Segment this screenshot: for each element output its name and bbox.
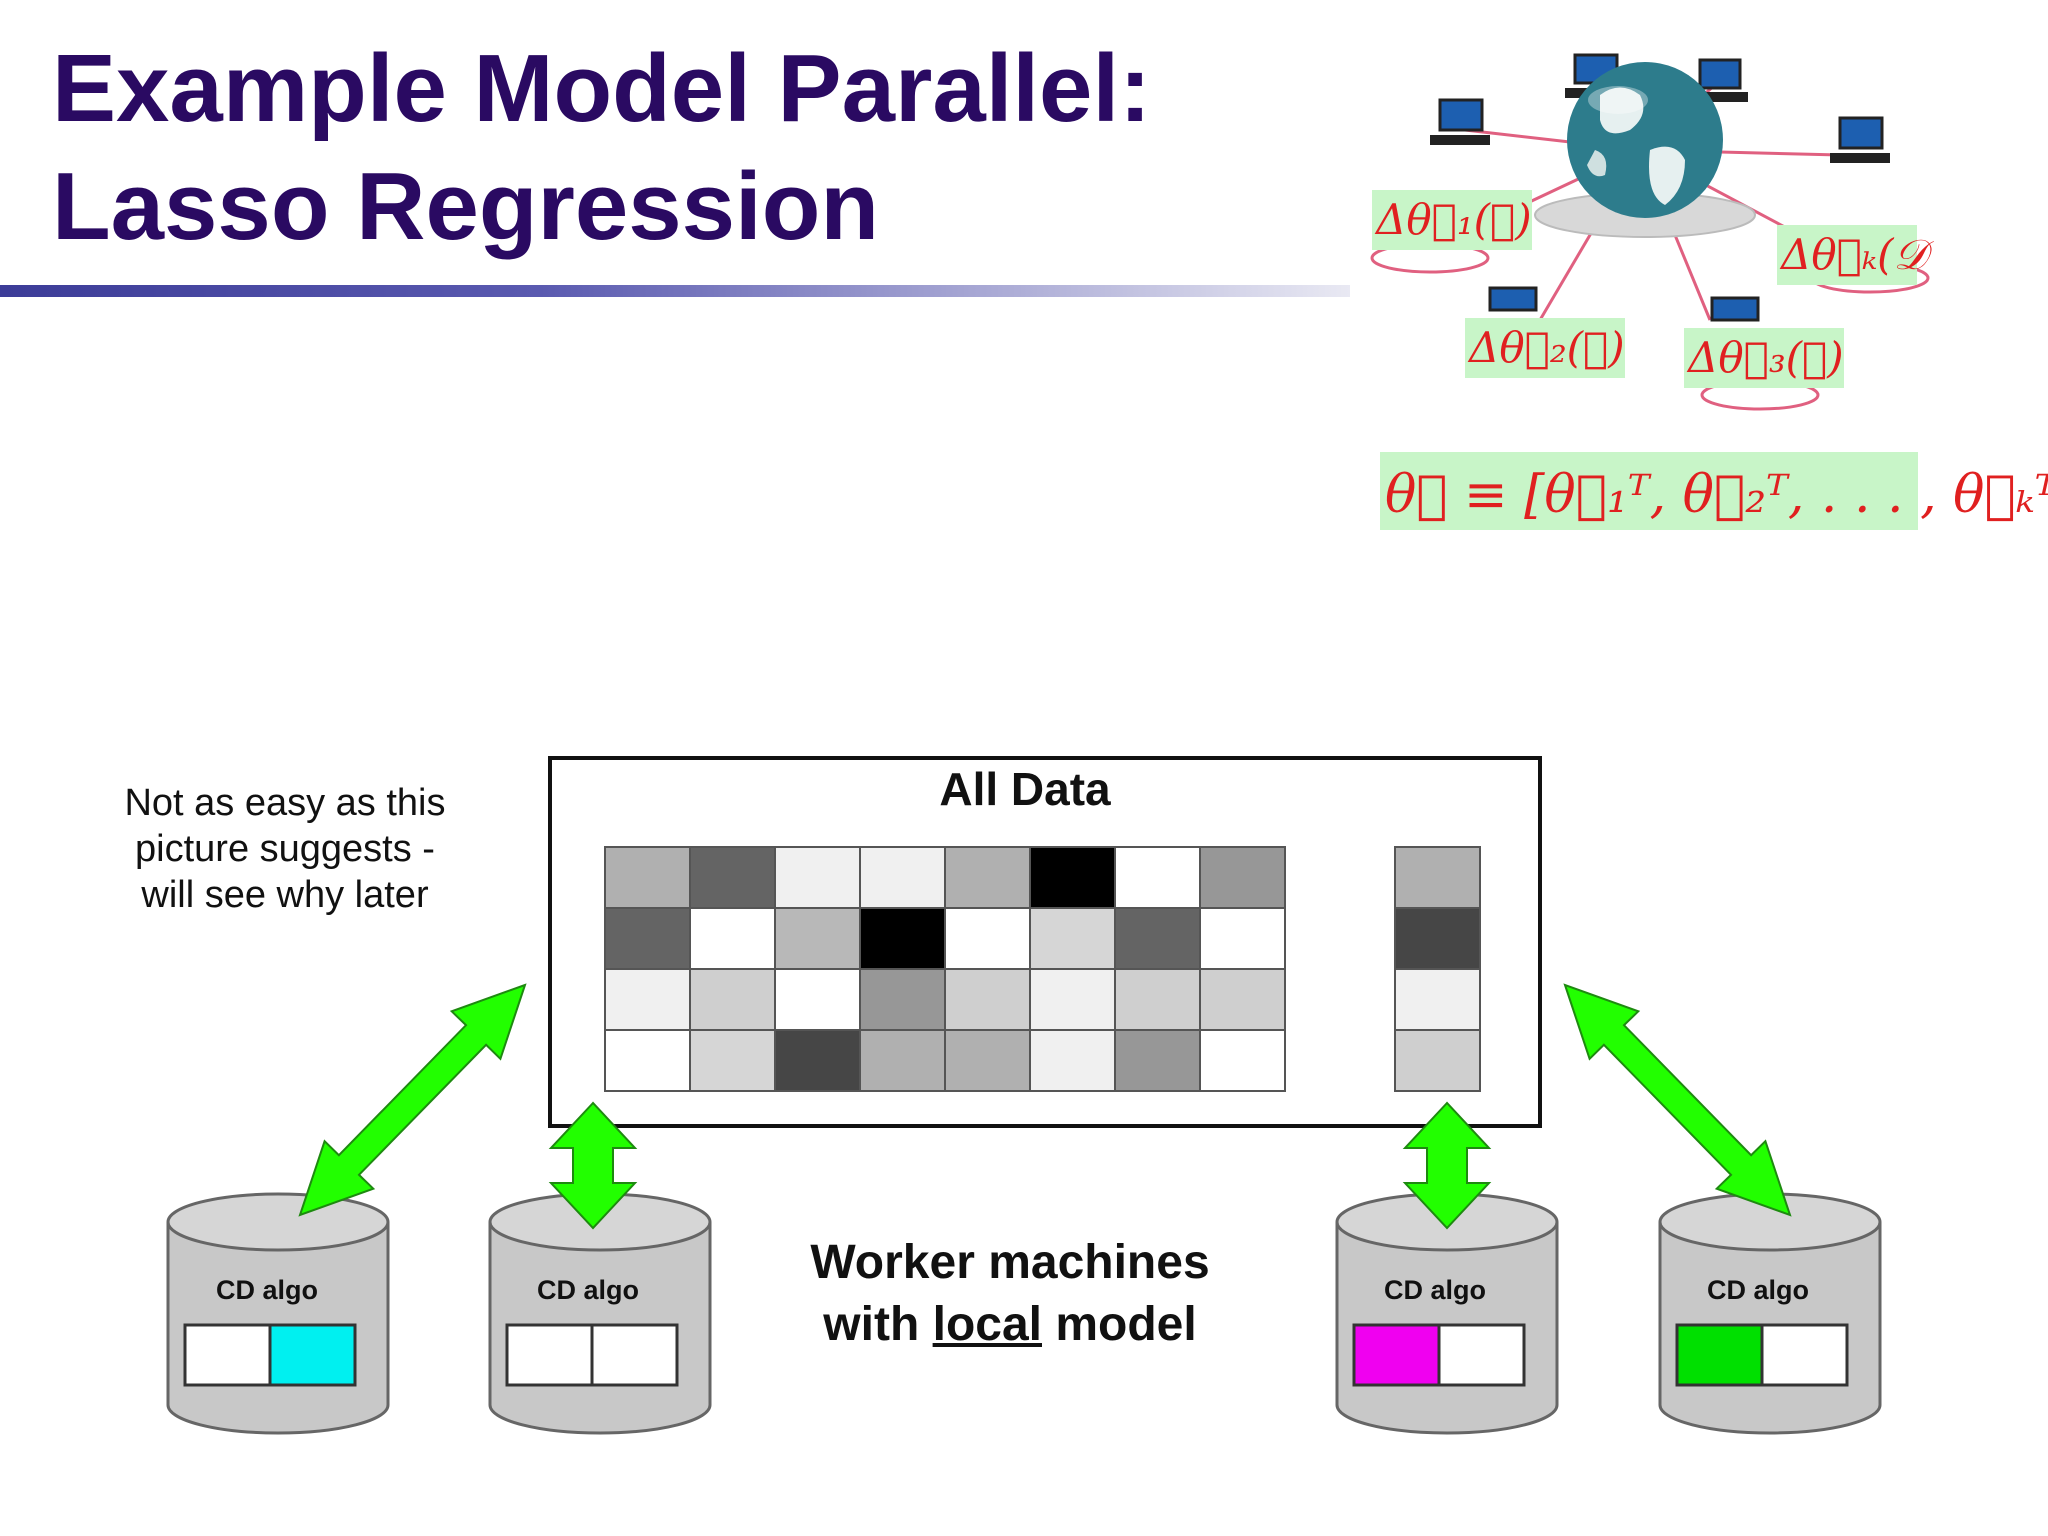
vector-cell (1394, 1029, 1481, 1092)
gradient-label-bg (1465, 318, 1625, 378)
model-block (1437, 1323, 1526, 1387)
matrix-cell (689, 846, 776, 909)
computer-icon (1830, 116, 1890, 163)
model-block (1352, 1323, 1441, 1387)
matrix-cell (859, 1029, 946, 1092)
vector-cell (1394, 907, 1481, 970)
matrix-cell (944, 907, 1031, 970)
matrix-cell (604, 907, 691, 970)
gradient-label-bg (1684, 328, 1844, 388)
model-block (1760, 1323, 1849, 1387)
matrix-cell (1114, 1029, 1201, 1092)
matrix-cell (689, 1029, 776, 1092)
worker-machine (1658, 1192, 1882, 1435)
worker-4-label: CD algo (1706, 1275, 1809, 1305)
model-block (590, 1323, 679, 1387)
title-underline (0, 285, 1350, 297)
computer-icon (1430, 98, 1490, 145)
matrix-cell (604, 1029, 691, 1092)
matrix-cell (1114, 846, 1201, 909)
worker-machine (1335, 1192, 1559, 1435)
worker-machine (166, 1192, 390, 1435)
matrix-cell (859, 968, 946, 1031)
matrix-cell (774, 907, 861, 970)
double-arrow-icon (1563, 983, 1792, 1217)
computer-icon (1488, 286, 1538, 312)
worker-1-label: CD algo (215, 1275, 318, 1305)
matrix-cell (1029, 1029, 1116, 1092)
double-arrow-icon (1402, 1101, 1492, 1230)
page-title: Example Model Parallel: Lasso Regression (52, 35, 1152, 260)
computer-icon (1710, 296, 1760, 322)
response-vector (1394, 846, 1481, 1092)
matrix-cell (774, 1029, 861, 1092)
computer-icon (1690, 58, 1748, 102)
matrix-cell (604, 968, 691, 1031)
matrix-cell (604, 846, 691, 909)
matrix-cell (859, 907, 946, 970)
formula-bg (1380, 452, 1918, 530)
caveat-note: Not as easy as this picture suggests - w… (124, 782, 446, 916)
model-block (505, 1323, 594, 1387)
double-arrow-icon (548, 1101, 638, 1230)
matrix-cell (1114, 907, 1201, 970)
globe-icon (1534, 62, 1756, 238)
matrix-cell (1199, 968, 1286, 1031)
model-block (268, 1323, 357, 1387)
matrix-cell (1199, 907, 1286, 970)
matrix-cell (689, 907, 776, 970)
model-block (1675, 1323, 1764, 1387)
matrix-cell (1114, 968, 1201, 1031)
matrix-cell (1029, 907, 1116, 970)
gradient-label: Δθ⃗ₖ(𝒟 (1779, 230, 1935, 279)
network-illustration: Δθ⃗₁(𝒟) Δθ⃗₂(𝒟) Δθ⃗₃(𝒟) Δθ⃗ₖ(𝒟 θ⃗ ≡ [θ⃗₁ᵀ, θ… (1370, 53, 2048, 530)
gradient-label-bg (1777, 225, 1917, 285)
gradient-label: Δθ⃗₁(𝒟) (1374, 195, 1532, 244)
parameter-formula: θ⃗ ≡ [θ⃗₁ᵀ, θ⃗₂ᵀ, . . . , θ⃗ₖᵀ} (1385, 465, 2048, 525)
worker-2-label: CD algo (536, 1275, 639, 1305)
matrix-cell (944, 1029, 1031, 1092)
matrix-cell (859, 846, 946, 909)
gradient-label: Δθ⃗₂(𝒟) (1467, 323, 1625, 372)
data-matrix (604, 846, 1286, 1092)
double-arrow-icon (298, 983, 527, 1217)
gradient-label-bg (1372, 190, 1532, 250)
worker-caption: Worker machines with local model (810, 1236, 1210, 1351)
vector-cell (1394, 968, 1481, 1031)
matrix-cell (944, 846, 1031, 909)
matrix-cell (1199, 846, 1286, 909)
transfer-arrows (298, 983, 1792, 1230)
gradient-label: Δθ⃗₃(𝒟) (1686, 333, 1844, 382)
matrix-cell (1029, 846, 1116, 909)
matrix-cell (774, 846, 861, 909)
matrix-cell (774, 968, 861, 1031)
model-block (183, 1323, 272, 1387)
matrix-cell (1199, 1029, 1286, 1092)
matrix-cell (1029, 968, 1116, 1031)
vector-cell (1394, 846, 1481, 909)
matrix-cell (689, 968, 776, 1031)
worker-machine (488, 1192, 712, 1435)
worker-3-label: CD algo (1383, 1275, 1486, 1305)
all-data-label: All Data (939, 763, 1111, 815)
matrix-cell (944, 968, 1031, 1031)
